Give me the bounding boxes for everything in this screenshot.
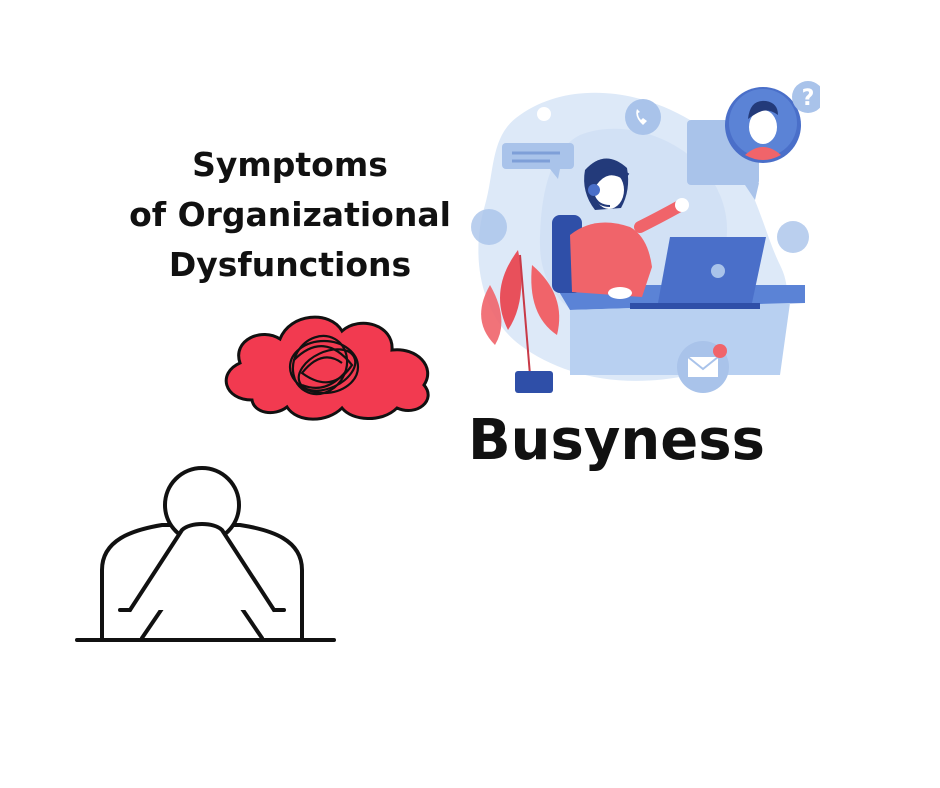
support-agent-icon: ? bbox=[471, 81, 820, 393]
svg-text:?: ? bbox=[802, 86, 815, 111]
tangled-cloud-icon bbox=[224, 315, 430, 421]
headline: Busyness bbox=[468, 408, 765, 473]
title-line-1: Symptoms bbox=[192, 145, 388, 184]
head-in-hands-person-icon bbox=[75, 466, 336, 642]
page-title: Symptoms of Organizational Dysfunctions bbox=[110, 140, 470, 290]
title-line-3: Dysfunctions bbox=[168, 245, 412, 284]
title-line-2: of Organizational bbox=[129, 195, 451, 234]
